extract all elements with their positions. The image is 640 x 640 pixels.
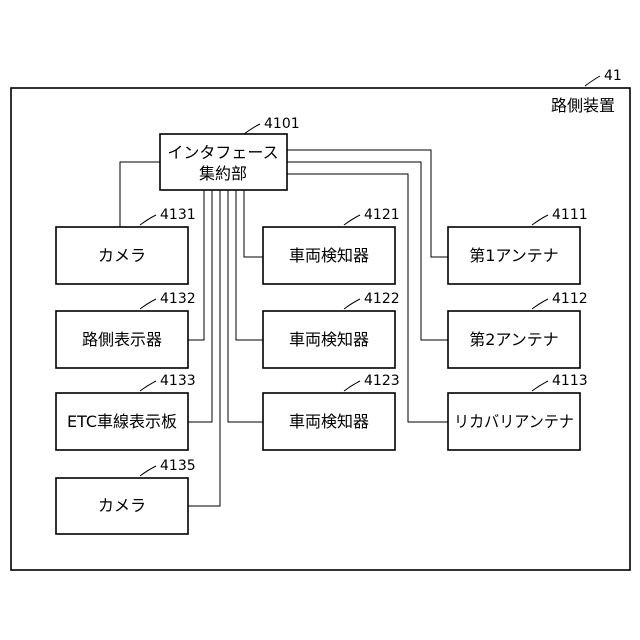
block-4132: 路側表示器 4132 [56, 291, 196, 368]
block-ref: 4113 [552, 373, 588, 389]
block-ref-leader [140, 381, 156, 391]
block-label: 車両検知器 [289, 246, 369, 265]
block-4135: カメラ 4135 [56, 458, 196, 534]
block-ref-leader [532, 381, 548, 391]
block-label: カメラ [98, 496, 146, 515]
block-4123: 車両検知器 4123 [263, 373, 400, 450]
block-ref: 4135 [160, 458, 196, 474]
hub-ref: 4101 [264, 116, 300, 132]
device-ref: 41 [604, 68, 622, 84]
block-4131: カメラ 4131 [56, 207, 196, 284]
interface-hub-line2: 集約部 [199, 164, 247, 183]
block-ref: 4122 [364, 291, 400, 307]
block-label: 第1アンテナ [469, 246, 559, 265]
wire-4122 [236, 190, 263, 340]
block-ref-leader [344, 215, 360, 225]
block-label: カメラ [98, 246, 146, 265]
block-ref: 4132 [160, 291, 196, 307]
block-ref-leader [532, 299, 548, 309]
block-label: 車両検知器 [289, 412, 369, 431]
block-4112: 第2アンテナ 4112 [448, 291, 588, 368]
hub-ref-leader [244, 124, 260, 134]
block-4111: 第1アンテナ 4111 [448, 207, 588, 284]
wire-4123 [228, 190, 263, 422]
block-ref-leader [344, 299, 360, 309]
block-ref: 4112 [552, 291, 588, 307]
block-ref: 4133 [160, 373, 196, 389]
block-ref-leader [140, 215, 156, 225]
block-ref: 4123 [364, 373, 400, 389]
block-label: 第2アンテナ [469, 330, 559, 349]
block-ref-leader [344, 381, 360, 391]
device-title: 路側装置 [551, 96, 615, 115]
block-4121: 車両検知器 4121 [263, 207, 400, 284]
block-label: ETC車線表示板 [67, 412, 177, 431]
device-ref-leader [585, 76, 600, 86]
block-label: 車両検知器 [289, 330, 369, 349]
block-ref-leader [140, 466, 156, 476]
block-ref-leader [532, 215, 548, 225]
block-ref: 4131 [160, 207, 196, 223]
block-ref: 4111 [552, 207, 588, 223]
block-label: 路側表示器 [82, 330, 162, 349]
block-4113: リカバリアンテナ 4113 [448, 373, 588, 450]
interface-hub-line1: インタフェース [167, 143, 278, 162]
block-label: リカバリアンテナ [454, 412, 574, 431]
block-4122: 車両検知器 4122 [263, 291, 400, 368]
wire-4121 [244, 190, 263, 257]
wire-4131 [120, 162, 160, 227]
block-ref: 4121 [364, 207, 400, 223]
block-ref-leader [140, 299, 156, 309]
block-4133: ETC車線表示板 4133 [56, 373, 196, 450]
